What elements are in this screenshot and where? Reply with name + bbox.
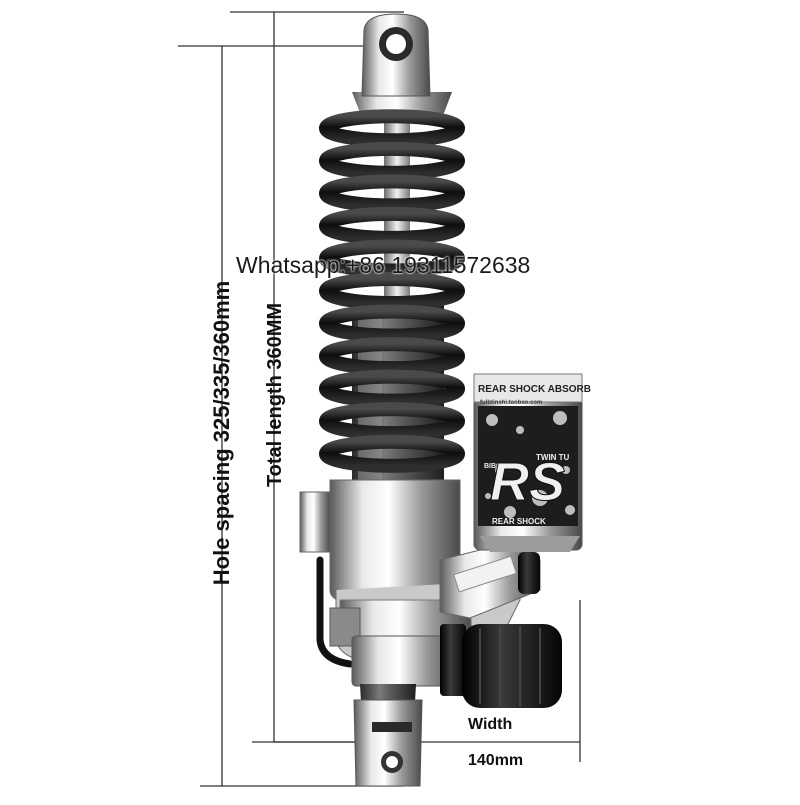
reservoir-url-text: fulbtinshi.taobao.com	[480, 400, 542, 406]
reservoir-rear-shock-text: REAR SHOCK	[492, 517, 546, 526]
spring-coil	[319, 141, 465, 180]
top-mount	[352, 13, 452, 118]
spring-coil	[319, 206, 465, 245]
spring-coil	[319, 272, 465, 310]
watermark-text: Whatsapp:+86 19311572638	[236, 252, 531, 278]
reservoir-twin-text: TWIN TU	[536, 453, 570, 462]
hole-spacing-label: Hole spacing 325/335/360mm	[209, 280, 234, 586]
dimension-lines	[178, 11, 581, 787]
reservoir-logo-text: RS	[490, 452, 565, 512]
spring-coil	[319, 402, 465, 441]
spring-coil	[319, 369, 465, 408]
total-length-label: Total length 360MM	[264, 302, 286, 488]
reservoir-brand-text: BIBOSHI	[484, 463, 513, 470]
reservoir-canister	[473, 373, 583, 552]
width-value: 140mm	[468, 752, 524, 769]
spring-coil	[319, 304, 465, 343]
adjuster-knob	[351, 624, 562, 708]
spring-coil	[319, 174, 465, 213]
spring-coil	[319, 434, 465, 473]
reservoir-bridge	[439, 539, 541, 619]
spring-coil	[319, 337, 465, 376]
spring-coil	[319, 239, 465, 278]
bottom-mount	[353, 684, 423, 787]
coil-spring	[319, 109, 465, 473]
spring-coil	[319, 109, 465, 148]
reservoir-band-text: REAR SHOCK ABSORB	[478, 384, 591, 395]
width-label: Width	[468, 716, 513, 733]
